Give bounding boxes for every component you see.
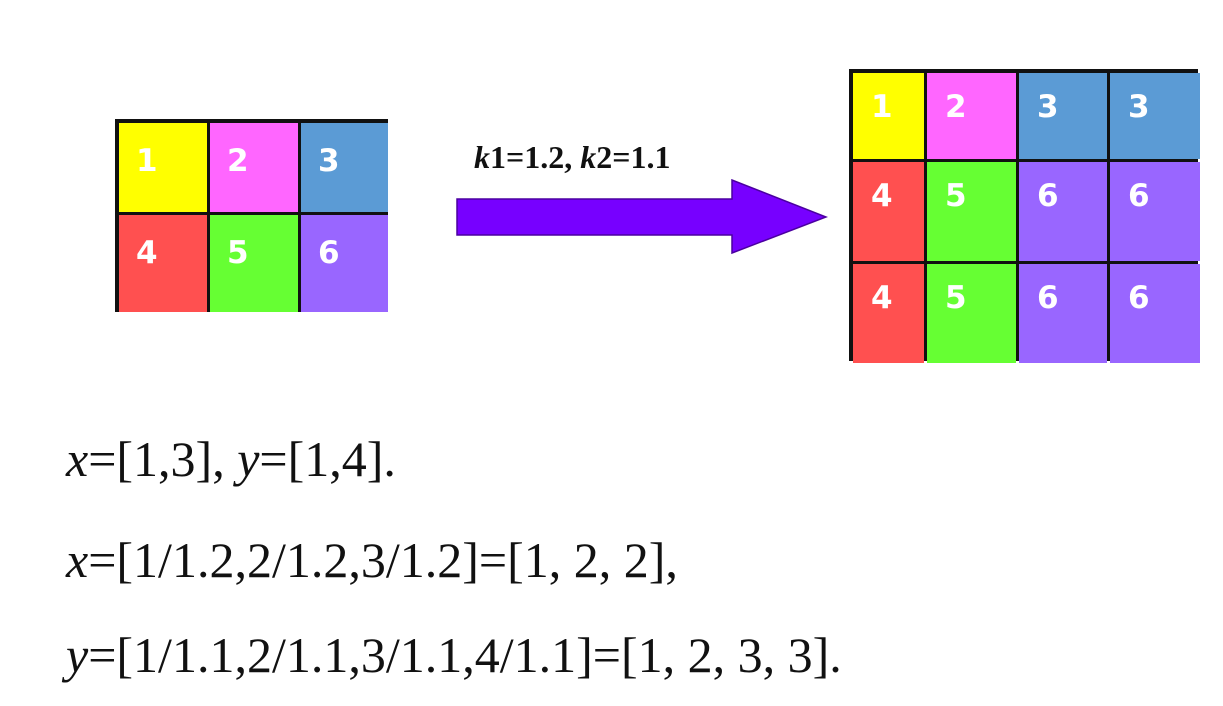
source-cell-5: 5 (210, 215, 298, 312)
scale-factor-label: k1=1.2, k2=1.1 (474, 139, 670, 176)
result-cell-r3c4: 6 (1110, 264, 1200, 363)
source-cell-1: 1 (119, 123, 207, 212)
cell-label: 1 (871, 89, 893, 125)
source-cell-4: 4 (119, 215, 207, 312)
x-variable: x (66, 532, 89, 588)
k1-value: 1=1.2, (490, 139, 581, 175)
cell-label: 3 (1037, 89, 1059, 125)
equation-line-2: x=[1/1.2,2/1.2,3/1.2]=[1, 2, 2], (66, 531, 678, 589)
result-grid: 1 2 3 3 4 5 6 6 4 5 6 6 (849, 69, 1200, 363)
result-cell-r1c2: 2 (927, 73, 1016, 159)
k1-variable: k (474, 139, 490, 175)
cell-label: 4 (871, 178, 893, 214)
cell-label: 3 (1128, 89, 1150, 125)
cell-label: 5 (945, 178, 967, 214)
source-cell-6: 6 (301, 215, 388, 312)
result-cell-r2c3: 6 (1019, 162, 1107, 261)
equation-line-1: x=[1,3], y=[1,4]. (66, 430, 396, 488)
equation-line-3: y=[1/1.1,2/1.1,3/1.1,4/1.1]=[1, 2, 3, 3]… (66, 626, 842, 684)
arrow-shape (456, 179, 828, 255)
result-cell-r3c3: 6 (1019, 264, 1107, 363)
cell-label: 6 (1128, 280, 1150, 316)
cell-label: 1 (136, 143, 158, 179)
result-cell-r3c2: 5 (927, 264, 1016, 363)
y-variable: y (66, 627, 89, 683)
y-range: =[1,4]. (259, 431, 396, 487)
cell-label: 5 (227, 235, 249, 271)
cell-label: 6 (1037, 178, 1059, 214)
result-cell-r2c4: 6 (1110, 162, 1200, 261)
x-mapping: =[1/1.2,2/1.2,3/1.2]=[1, 2, 2], (88, 532, 678, 588)
k2-value: 2=1.1 (596, 139, 671, 175)
result-cell-r1c4: 3 (1110, 73, 1200, 159)
cell-label: 6 (1037, 280, 1059, 316)
cell-label: 4 (871, 280, 893, 316)
cell-label: 3 (318, 143, 340, 179)
cell-label: 5 (945, 280, 967, 316)
y-variable: y (237, 431, 260, 487)
y-mapping: =[1/1.1,2/1.1,3/1.1,4/1.1]=[1, 2, 3, 3]. (88, 627, 842, 683)
cell-label: 6 (318, 235, 340, 271)
source-grid: 1 2 3 4 5 6 (115, 119, 388, 312)
result-cell-r1c1: 1 (853, 73, 924, 159)
k2-variable: k (580, 139, 597, 175)
x-variable: x (66, 431, 89, 487)
x-range: =[1,3], (88, 431, 238, 487)
right-arrow-icon (456, 179, 828, 255)
source-cell-3: 3 (301, 123, 388, 212)
result-cell-r2c1: 4 (853, 162, 924, 261)
cell-label: 6 (1128, 178, 1150, 214)
cell-label: 2 (227, 143, 249, 179)
result-cell-r2c2: 5 (927, 162, 1016, 261)
cell-label: 4 (136, 235, 158, 271)
result-cell-r1c3: 3 (1019, 73, 1107, 159)
source-cell-2: 2 (210, 123, 298, 212)
result-cell-r3c1: 4 (853, 264, 924, 363)
cell-label: 2 (945, 89, 967, 125)
